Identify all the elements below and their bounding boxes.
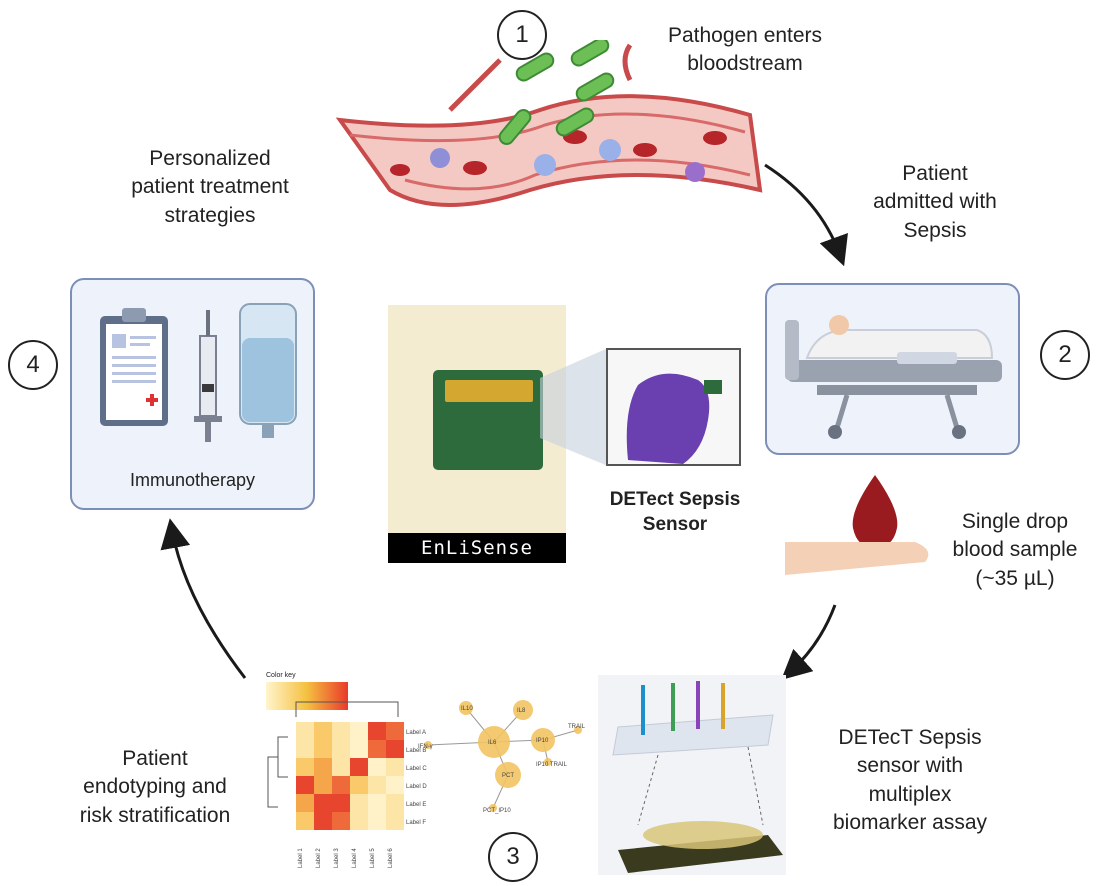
assay-label: DETecT Sepsis sensor with multiplex biom… [832,726,988,835]
network-node-label: PCT [502,773,514,779]
network-node-label: TRAIL [568,724,586,730]
sensor-label: DETect Sepsis Sensor [609,489,741,535]
heatmap-col-label: Label 1 [298,848,304,868]
step-2-number: 2 [1040,330,1090,380]
network-node [495,762,521,788]
multiplex-assay-illustration [598,675,786,875]
network-node-label: IP10 [536,738,549,744]
arrow-1-to-2 [764,163,848,267]
hospital-bed-panel [765,283,1020,455]
heatmap-col-label: Label 2 [316,848,322,868]
network-node-label: IL6 [488,740,497,746]
assay-graphic [612,681,783,873]
network-node-label: PCT_IP10 [483,808,511,814]
sensor-photo: EnLiSense [388,305,566,563]
sensor-chip [433,370,543,470]
network-node [478,726,510,758]
step-1-label: Pathogen enters bloodstream [667,24,823,76]
network-node-label: IL10 [461,706,473,712]
biomarker-network-graph: IL6 IL10 IL8 IP10 TRAIL IFN-γ PCT IP10 T… [418,700,586,814]
heatmap-row-label: Label F [406,820,426,826]
brand-logo: EnLiSense [388,533,566,563]
treatment-icons [100,303,297,442]
network-node-label: IL8 [517,708,526,714]
network-node-label: IFN-γ [418,744,433,750]
step-3-number: 3 [488,832,538,882]
immunotherapy-label: Immunotherapy [129,470,256,490]
network-node [531,728,555,752]
zoom-callout [540,348,608,466]
network-node [544,758,552,766]
glove-illustration [626,373,722,464]
hospital-bed-illustration [785,315,1002,439]
heatmap-col-label: Label 4 [352,848,358,868]
heatmap-row-label: Label A [406,730,426,736]
immunotherapy-panel: Immunotherapy [70,278,315,510]
heatmap-color-key [266,682,348,710]
arrow-2-to-3 [781,604,837,681]
step-1-number: 1 [497,10,547,60]
heatmap-col-label: Label 6 [388,848,394,868]
network-node [489,804,497,812]
treatment-label: Personalized patient treatment strategie… [131,147,289,227]
blood-sample-label: Single drop blood sample (~35 µL) [952,510,1078,590]
heatmap-col-label: Label 5 [370,848,376,868]
network-node [513,700,533,720]
network-node [574,726,582,734]
network-node [459,701,473,715]
blood-vessel-illustration [335,40,763,207]
finger-blood-drop-illustration [785,475,929,575]
heatmap-row-label: Label C [406,766,427,772]
endotype-heatmap: Color key [258,672,428,872]
heatmap-color-key-title: Color key [266,672,296,679]
endotyping-label: Patient endotyping and risk stratificati… [79,747,231,827]
heatmap-grid: Label A Label B Label C Label D Label E … [267,701,427,868]
step-4-number: 4 [8,340,58,390]
network-node [424,741,432,749]
network-node-label: IP10 TRAIL [536,762,568,768]
gloved-hand-photo [606,348,741,466]
heatmap-row-label: Label D [406,784,427,790]
heatmap-col-label: Label 3 [334,848,340,868]
heatmap-row-label: Label B [406,748,426,754]
heatmap-row-label: Label E [406,802,426,808]
arrow-3-to-4 [160,518,247,679]
step-2-label: Patient admitted with Sepsis [873,162,997,242]
